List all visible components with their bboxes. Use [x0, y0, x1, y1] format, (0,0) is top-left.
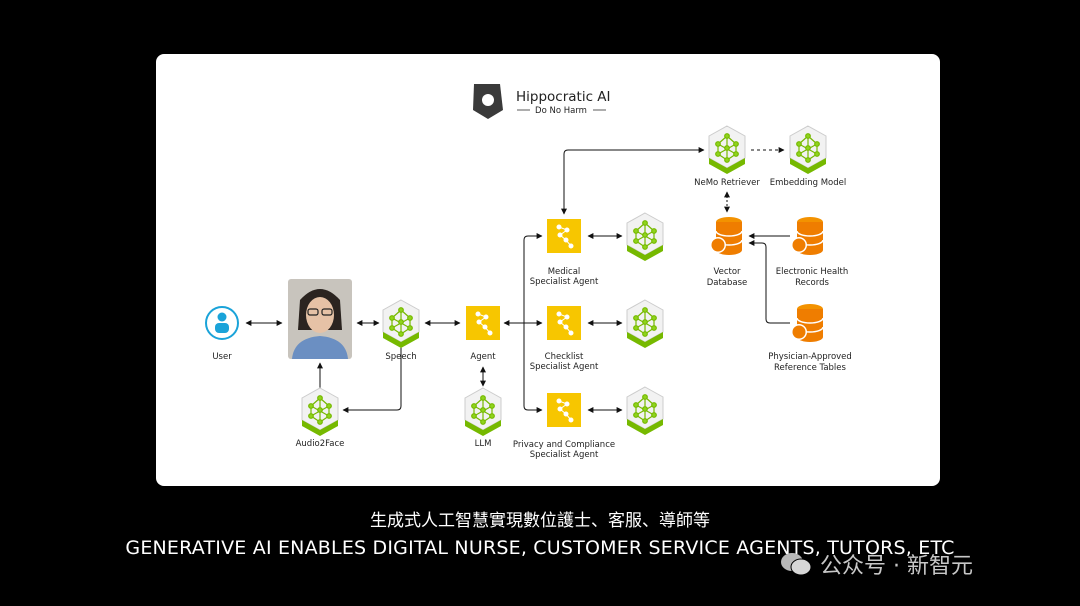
speech-nim-icon	[382, 299, 420, 349]
vector-database-icon	[709, 216, 743, 256]
embedding-model-icon	[789, 125, 827, 175]
watermark: 公众号 · 新智元	[780, 548, 973, 580]
privacy-nim-icon	[626, 386, 664, 436]
physician-label-2: Reference Tables	[774, 363, 846, 373]
connectors	[245, 147, 790, 413]
digital-human-avatar	[288, 279, 352, 359]
checklist-nim-icon	[626, 299, 664, 349]
agent-icon	[465, 305, 501, 341]
vector-db-label-2: Database	[707, 278, 748, 288]
caption-chinese: 生成式人工智慧實現數位護士、客服、導師等	[370, 511, 710, 531]
checklist-label-1: Checklist	[545, 352, 584, 362]
physician-label-1: Physician-Approved	[768, 352, 852, 362]
llm-label: LLM	[475, 439, 492, 449]
ehr-label-2: Records	[795, 278, 829, 288]
medical-agent-icon	[546, 218, 582, 254]
vector-db-label-1: Vector	[713, 267, 741, 277]
ehr-database-icon	[790, 216, 824, 256]
embedding-model-label: Embedding Model	[770, 178, 846, 188]
medical-label-2: Specialist Agent	[530, 277, 599, 287]
checklist-agent-icon	[546, 305, 582, 341]
wechat-icon	[781, 553, 812, 576]
privacy-label-2: Specialist Agent	[530, 450, 599, 460]
hippocratic-logo-icon	[473, 84, 503, 119]
agent-label: Agent	[470, 352, 496, 362]
privacy-agent-icon	[546, 392, 582, 428]
user-icon	[205, 306, 239, 340]
watermark-text: 公众号 · 新智元	[820, 554, 973, 579]
privacy-label-1: Privacy and Compliance	[513, 440, 615, 450]
nemo-retriever-icon	[708, 125, 746, 175]
nemo-retriever-label: NeMo Retriever	[694, 178, 760, 188]
speech-label: Speech	[385, 352, 416, 362]
audio2face-label: Audio2Face	[296, 439, 345, 449]
caption-english: GENERATIVE AI ENABLES DIGITAL NURSE, CUS…	[125, 537, 955, 559]
user-label: User	[212, 352, 232, 362]
logo-name: Hippocratic AI	[516, 89, 611, 105]
medical-nim-icon	[626, 212, 664, 262]
ehr-label-1: Electronic Health	[776, 267, 849, 277]
audio2face-nim-icon	[301, 387, 339, 437]
medical-label-1: Medical	[548, 267, 581, 277]
reference-tables-database-icon	[790, 303, 824, 343]
llm-nim-icon	[464, 387, 502, 437]
logo-tagline: Do No Harm	[535, 106, 587, 116]
checklist-label-2: Specialist Agent	[530, 362, 599, 372]
